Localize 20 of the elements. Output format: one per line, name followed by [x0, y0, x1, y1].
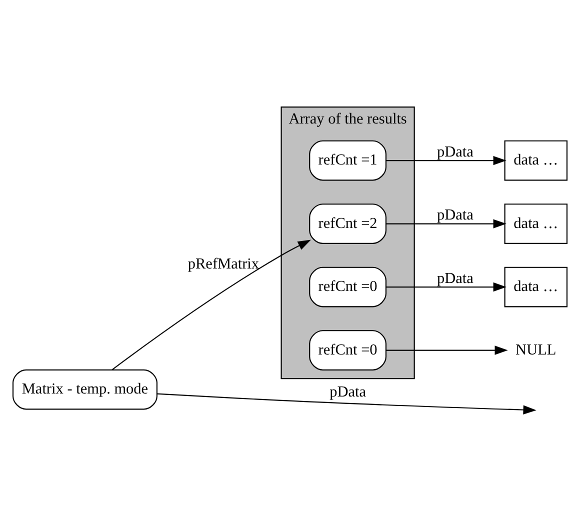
- node-box: Matrix - temp. mode: [12, 368, 158, 410]
- arrow: [156, 392, 536, 414]
- node-box: data …: [504, 140, 568, 180]
- node-box: refCnt =1: [309, 140, 386, 180]
- node-box: refCnt =0: [309, 266, 386, 307]
- node-box: refCnt =2: [309, 203, 386, 244]
- node-box: data …: [504, 266, 568, 307]
- edge-label: pData: [437, 269, 474, 286]
- arrow: [386, 282, 506, 292]
- node-box: refCnt =0: [309, 330, 386, 370]
- node-box: data …: [504, 203, 568, 244]
- edge-label: pData: [330, 382, 366, 400]
- arrow: [386, 218, 506, 228]
- node-text: NULL: [516, 340, 556, 358]
- edge-label: pRefMatrix: [188, 255, 260, 272]
- arrow: [386, 155, 506, 165]
- arrow: [386, 345, 508, 354]
- arrow: [112, 239, 311, 370]
- edge-label: pData: [437, 142, 474, 160]
- edge-label: pData: [437, 206, 474, 224]
